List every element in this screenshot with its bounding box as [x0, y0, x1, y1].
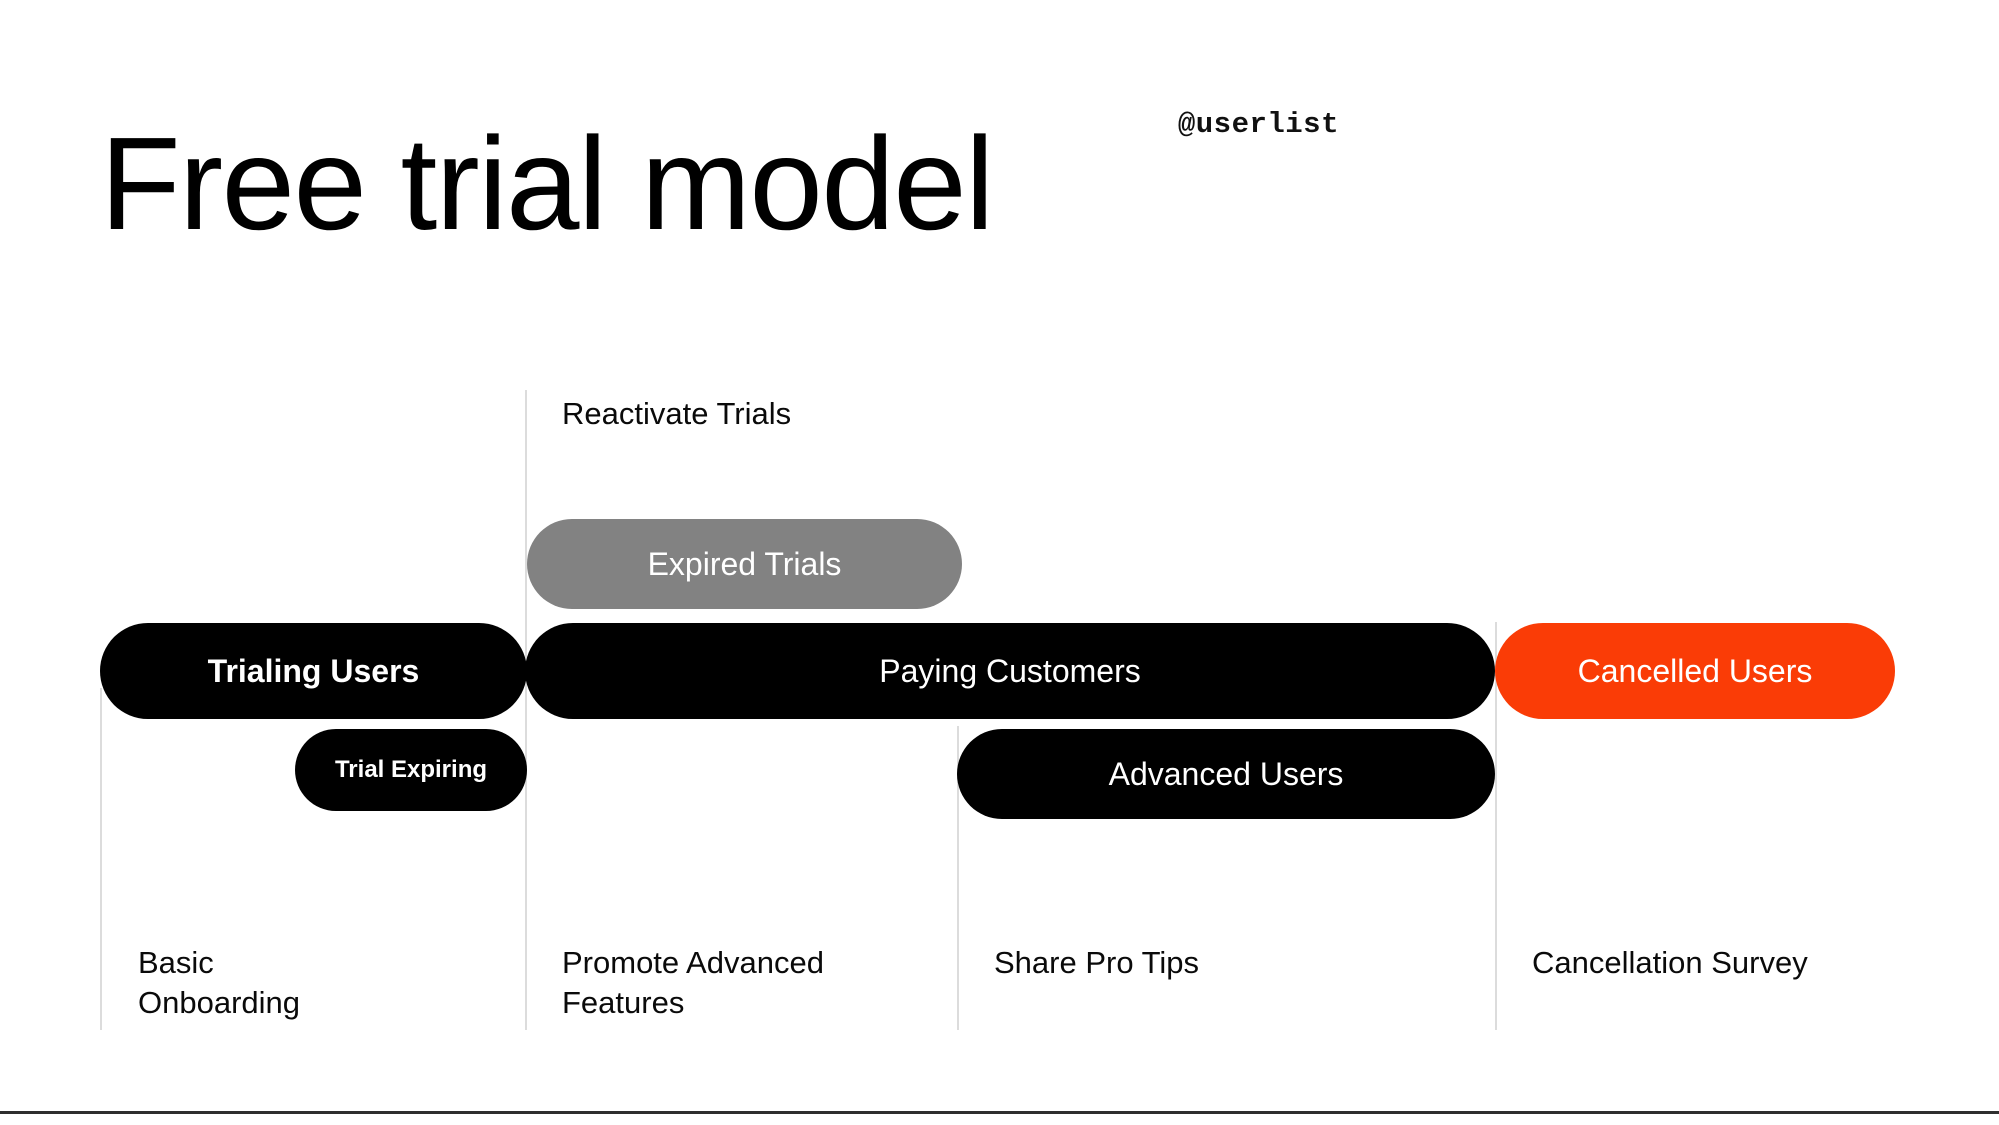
track-label-basic-onboarding: Basic Onboarding: [138, 945, 301, 1021]
track-label-cancellation-survey: Cancellation Survey: [1532, 945, 1808, 980]
pill-expired-trials-label: Expired Trials: [647, 545, 842, 582]
divider-paying-advanced: [957, 726, 959, 1030]
track-label-share-pro-tips: Share Pro Tips: [994, 945, 1200, 980]
pill-advanced-users-label: Advanced Users: [1108, 755, 1344, 792]
pill-paying-customers-label: Paying Customers: [879, 652, 1141, 689]
pill-cancelled-users[interactable]: Cancelled Users: [1495, 623, 1895, 719]
pill-trial-expiring[interactable]: Trial Expiring: [295, 729, 527, 811]
divider-trialing-paying: [525, 390, 527, 1030]
pill-trialing-users-label: Trialing Users: [207, 652, 420, 689]
pill-cancelled-users-label: Cancelled Users: [1577, 652, 1813, 689]
bottom-rule: [0, 1111, 1999, 1114]
brand-handle: @userlist: [1177, 108, 1339, 141]
pill-paying-customers[interactable]: Paying Customers: [525, 623, 1495, 719]
reactivate-trials-note: Reactivate Trials: [562, 396, 792, 431]
pill-trial-expiring-label: Trial Expiring: [334, 756, 488, 783]
page-title: Free trial model: [100, 110, 994, 257]
track-label-promote-advanced-features: Promote Advanced Features: [562, 945, 824, 1021]
pill-expired-trials[interactable]: Expired Trials: [527, 519, 962, 609]
divider-paying-cancelled: [1495, 622, 1497, 1030]
pill-trialing-users[interactable]: Trialing Users: [100, 623, 527, 719]
divider-trialing-left: [100, 688, 102, 1030]
pill-advanced-users[interactable]: Advanced Users: [957, 729, 1495, 819]
